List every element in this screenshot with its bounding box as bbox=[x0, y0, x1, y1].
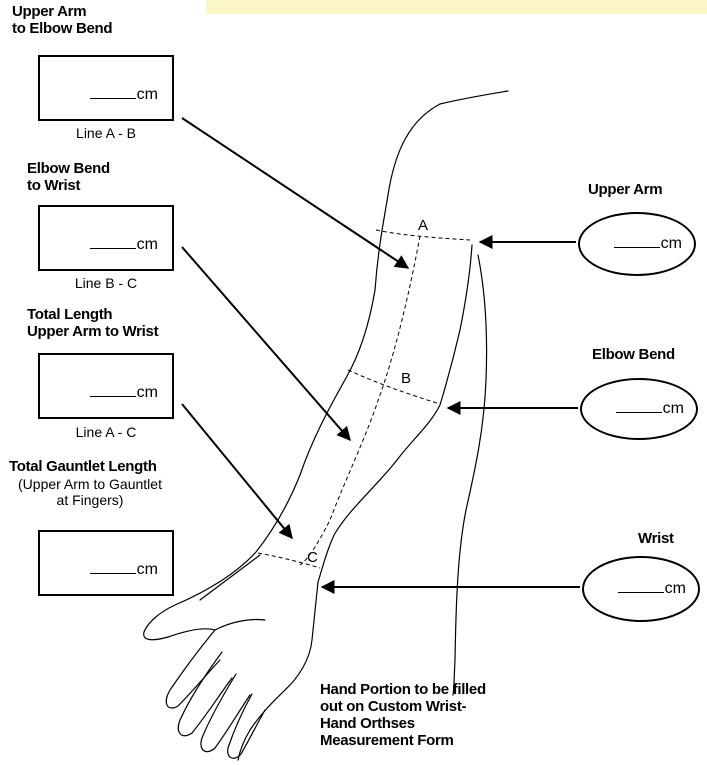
arrow-upper-to-elbow bbox=[182, 118, 408, 268]
finger-1 bbox=[166, 630, 220, 708]
note-line: out on Custom Wrist- bbox=[320, 698, 486, 715]
body-line bbox=[453, 255, 487, 695]
point-c-label: C bbox=[307, 549, 318, 566]
note-line: Measurement Form bbox=[320, 732, 486, 749]
note-line: Hand Portion to be filled bbox=[320, 681, 486, 698]
finger-4 bbox=[228, 694, 265, 758]
shoulder-line bbox=[440, 91, 508, 104]
line-a-to-c bbox=[300, 236, 420, 565]
note-line: Hand Orthses bbox=[320, 715, 486, 732]
point-a-label: A bbox=[418, 217, 428, 234]
arm-outline-right bbox=[318, 245, 472, 582]
hand-outline bbox=[238, 582, 318, 760]
hand-portion-note: Hand Portion to be filled out on Custom … bbox=[320, 681, 486, 749]
thumb bbox=[200, 555, 260, 600]
line-elbow-circ bbox=[348, 370, 440, 404]
palm-crease bbox=[215, 619, 265, 630]
arrow-total-length bbox=[182, 404, 292, 538]
arrow-elbow-to-wrist bbox=[182, 247, 350, 440]
point-b-label: B bbox=[401, 370, 411, 387]
